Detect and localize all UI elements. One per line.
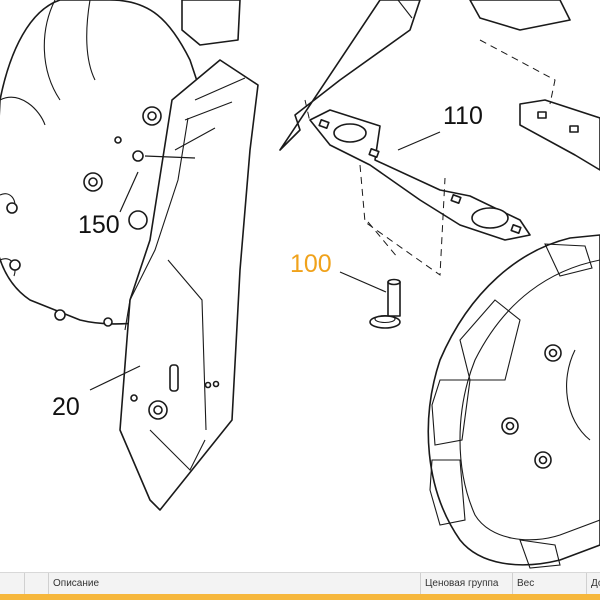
callout-110[interactable]: 110 — [443, 102, 483, 130]
alignment-lines — [304, 39, 556, 276]
leader-lines — [89, 131, 441, 391]
callout-150[interactable]: 150 — [78, 211, 120, 239]
callout-100[interactable]: 100 — [290, 250, 332, 278]
parts-diagram: 110 150 100 20 — [0, 0, 600, 569]
callout-20[interactable]: 20 — [52, 393, 80, 421]
bolt — [369, 278, 401, 329]
right-wheel — [427, 234, 600, 569]
selected-row-bar[interactable] — [0, 594, 600, 600]
column-header-description[interactable]: Описание — [48, 573, 420, 595]
side-plate — [119, 59, 259, 511]
parts-table-header: Описание Ценовая группа Вес До — [0, 572, 600, 596]
bracket-plate — [309, 109, 531, 241]
upper-frame — [181, 0, 571, 151]
column-header-blank-2[interactable] — [24, 573, 48, 595]
column-header-price-group[interactable]: Ценовая группа — [420, 573, 512, 595]
right-bracket — [519, 99, 600, 171]
column-header-blank-1[interactable] — [0, 573, 24, 595]
column-header-weight[interactable]: Вес — [512, 573, 586, 595]
column-header-extra[interactable]: До — [586, 573, 600, 595]
